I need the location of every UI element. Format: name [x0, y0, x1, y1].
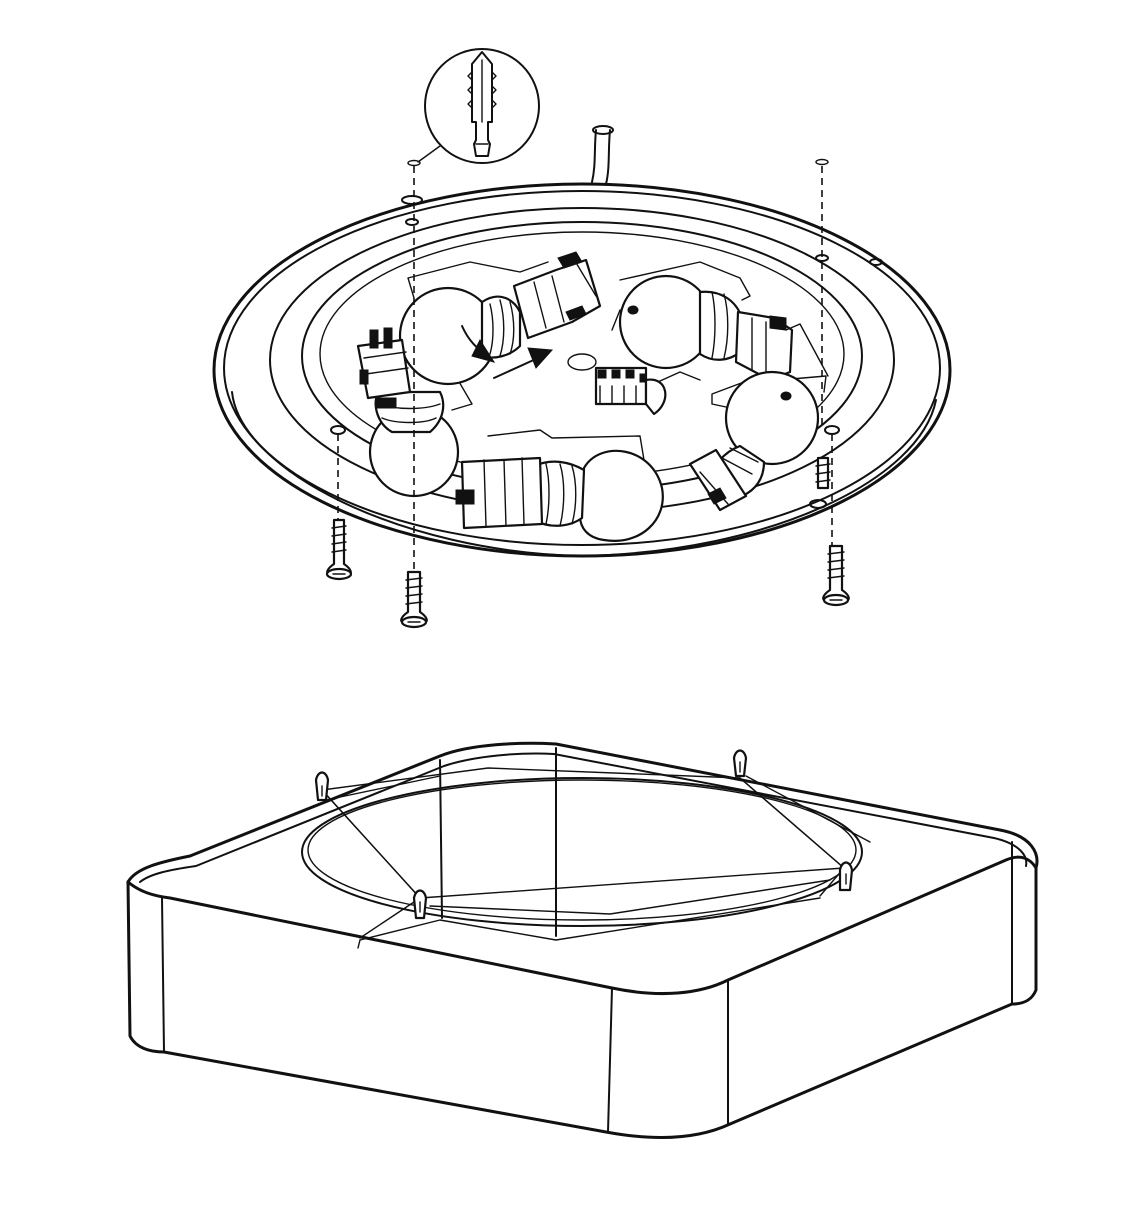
mount-hole-bottom-right [809, 499, 827, 509]
shade-clip-3 [838, 861, 854, 892]
shade-frame-wire [325, 775, 871, 915]
light-bulb-4 [532, 449, 664, 542]
lamp-base-plate [212, 182, 952, 558]
mount-hole-left [330, 425, 346, 435]
bulb-socket-4 [455, 456, 544, 530]
drilling-mark-left [407, 159, 421, 167]
mount-hole-top-left [405, 218, 419, 226]
bulb-socket-2 [734, 310, 829, 382]
rotation-arrow-1 [461, 325, 496, 363]
mount-hole-right [824, 425, 840, 435]
callout-leader [417, 145, 441, 163]
shade-clip-2 [732, 749, 748, 778]
cable-entry [567, 353, 597, 371]
mounting-screw-4 [815, 456, 831, 490]
bulb-socket-3 [356, 327, 412, 409]
mounting-screw-2 [400, 570, 428, 629]
shade-clip-1 [314, 771, 330, 802]
callout-circle [424, 48, 540, 164]
mounting-screw-1 [325, 518, 353, 581]
bulb-socket-1 [512, 251, 602, 340]
wall-plug-callout [417, 48, 540, 164]
terminal-block [594, 366, 667, 416]
shade-clip-4 [412, 889, 428, 920]
ceiling-cable [591, 125, 614, 185]
shade-inner-ring [301, 777, 863, 927]
mounting-screw-3 [822, 544, 850, 607]
square-fabric-shade [126, 741, 1039, 1139]
wall-plug-icon [467, 51, 497, 157]
bulb-socket-5 [688, 448, 748, 512]
light-bulb-1 [398, 286, 522, 386]
rotation-arrow-2 [493, 347, 554, 379]
light-bulb-2 [618, 274, 744, 370]
drilling-mark-right [815, 158, 829, 166]
